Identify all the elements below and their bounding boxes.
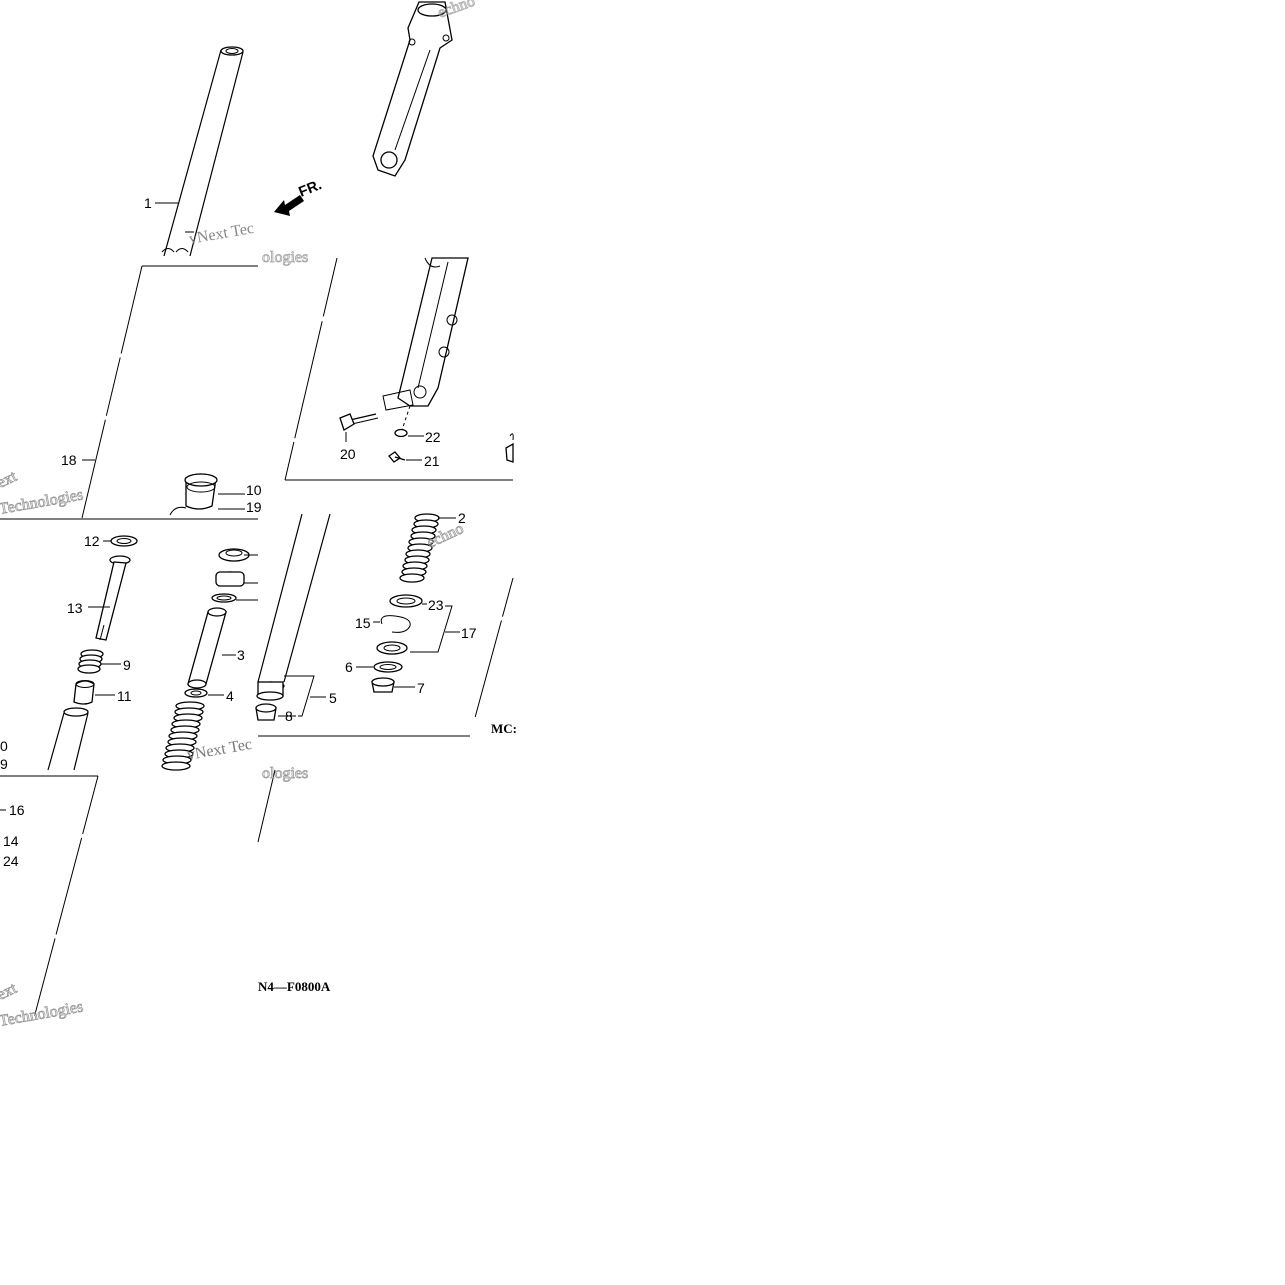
callout-17: 17 xyxy=(461,625,477,641)
callout-0: 0 xyxy=(0,738,8,754)
middle-left-tile: 18 10 19 ext Technologies xyxy=(0,265,262,520)
diagram-code-partial: MC: xyxy=(491,721,517,736)
callout-20: 20 xyxy=(340,446,356,462)
fork-spring xyxy=(161,701,205,771)
callout-14: 14 xyxy=(3,833,19,849)
watermark-text: Technologies xyxy=(0,998,84,1030)
watermark-text: ologies xyxy=(262,765,308,782)
rebound-spring xyxy=(77,649,104,674)
watermark-text: echno xyxy=(436,0,478,22)
front-direction-arrow: FR. xyxy=(274,177,324,216)
callout-23: 23 xyxy=(428,597,444,613)
watermark-text: ologies xyxy=(262,249,308,266)
watermark-text: ext xyxy=(0,468,20,492)
callout-13: 13 xyxy=(67,600,83,616)
watermark-text: ext xyxy=(0,980,20,1004)
damper-rod-tile: 12 13 9 11 0 9 xyxy=(0,533,258,772)
watermark-text: Technologies xyxy=(0,486,84,518)
slider-lower-tile: 20 22 21 xyxy=(284,257,514,481)
seals-tile: 8 5 2 23 15 xyxy=(255,510,517,737)
callout-9: 9 xyxy=(123,657,131,673)
callout-24: 24 xyxy=(3,853,19,869)
callout-18: 18 xyxy=(61,452,77,468)
callout-5: 5 xyxy=(329,690,337,706)
callout-21: 21 xyxy=(424,453,440,469)
callout-9b: 9 xyxy=(0,756,8,772)
callout-11: 11 xyxy=(117,688,132,704)
fork-tube-assembly: FR. 1 xyxy=(144,1,453,257)
diagram-code: N4—F0800A xyxy=(258,979,331,994)
callout-6: 6 xyxy=(345,659,353,675)
callout-7: 7 xyxy=(417,680,425,696)
callout-3: 3 xyxy=(237,647,245,663)
callout-16: 16 xyxy=(9,802,25,818)
callout-2: 2 xyxy=(458,510,466,526)
bottom-tile: 16 14 24 N4—F0800A ologies ext Technolog… xyxy=(0,765,331,1030)
callout-4: 4 xyxy=(226,688,234,704)
callout-15: 15 xyxy=(355,615,371,631)
callout-12: 12 xyxy=(84,533,100,549)
callout-19: 19 xyxy=(246,499,262,515)
callout-1: 1 xyxy=(144,195,152,211)
callout-22: 22 xyxy=(425,429,441,445)
front-direction-label: FR. xyxy=(297,177,325,201)
callout-10: 10 xyxy=(246,482,262,498)
watermark-text: vNext Tec xyxy=(186,736,254,764)
callout-8: 8 xyxy=(285,708,293,724)
